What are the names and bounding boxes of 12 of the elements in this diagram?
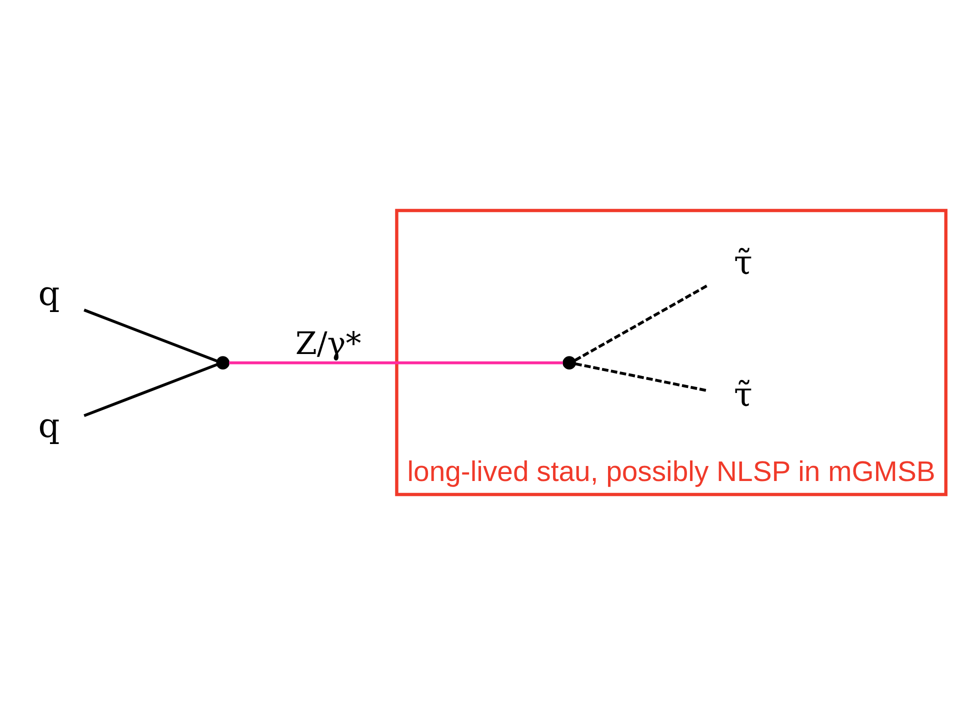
connector — [84, 362, 218, 416]
connector — [84, 308, 218, 362]
node-text: τ̃ — [734, 242, 752, 282]
node-text: q — [38, 274, 60, 313]
node-circle — [216, 356, 230, 370]
node-text: q — [38, 405, 60, 444]
connector — [575, 362, 709, 392]
node-circle — [562, 356, 576, 370]
connector — [574, 283, 709, 361]
edge-label: Z/γ* — [295, 326, 362, 362]
node-text: τ̃ — [734, 374, 752, 414]
connector — [229, 360, 563, 364]
